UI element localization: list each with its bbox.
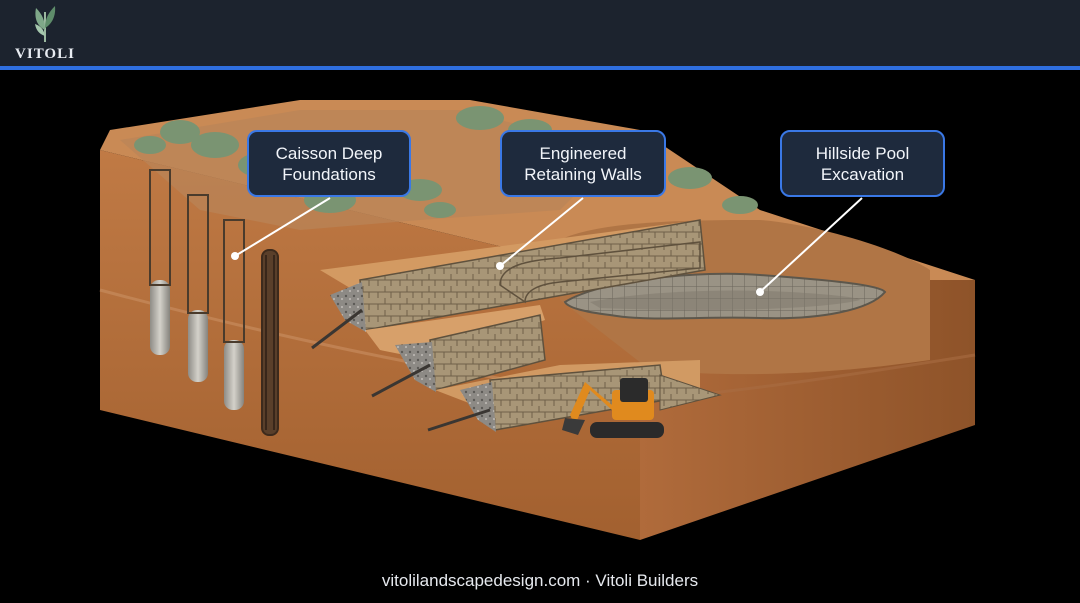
callout-caisson-line-1: Caisson Deep (275, 144, 383, 163)
leaf-sprig-icon (35, 6, 56, 42)
header-bar (0, 0, 1080, 66)
brand-logo[interactable]: VITOLI (14, 4, 76, 62)
callout-pool-excavation: Hillside Pool Excavation (780, 130, 945, 197)
stone-steps (659, 374, 722, 411)
callout-caisson-foundations: Caisson Deep Foundations (247, 130, 411, 197)
callout-caisson-line-2: Foundations (282, 165, 376, 184)
callout-pool-line-1: Hillside Pool (815, 144, 910, 163)
footer-credit: vitolilandscapedesign.com · Vitoli Build… (381, 571, 699, 590)
callout-walls-line-2: Retaining Walls (524, 165, 642, 184)
callout-retaining-walls: Engineered Retaining Walls (500, 130, 666, 197)
retaining-wall-curve (499, 241, 701, 304)
header-accent-rule (0, 66, 1080, 70)
callout-pool-line-2: Excavation (820, 165, 905, 184)
excavator (562, 378, 664, 438)
caisson-piles (149, 169, 279, 436)
logo-wordmark: VITOLI (15, 46, 75, 62)
callout-walls-line-1: Engineered (539, 144, 627, 163)
